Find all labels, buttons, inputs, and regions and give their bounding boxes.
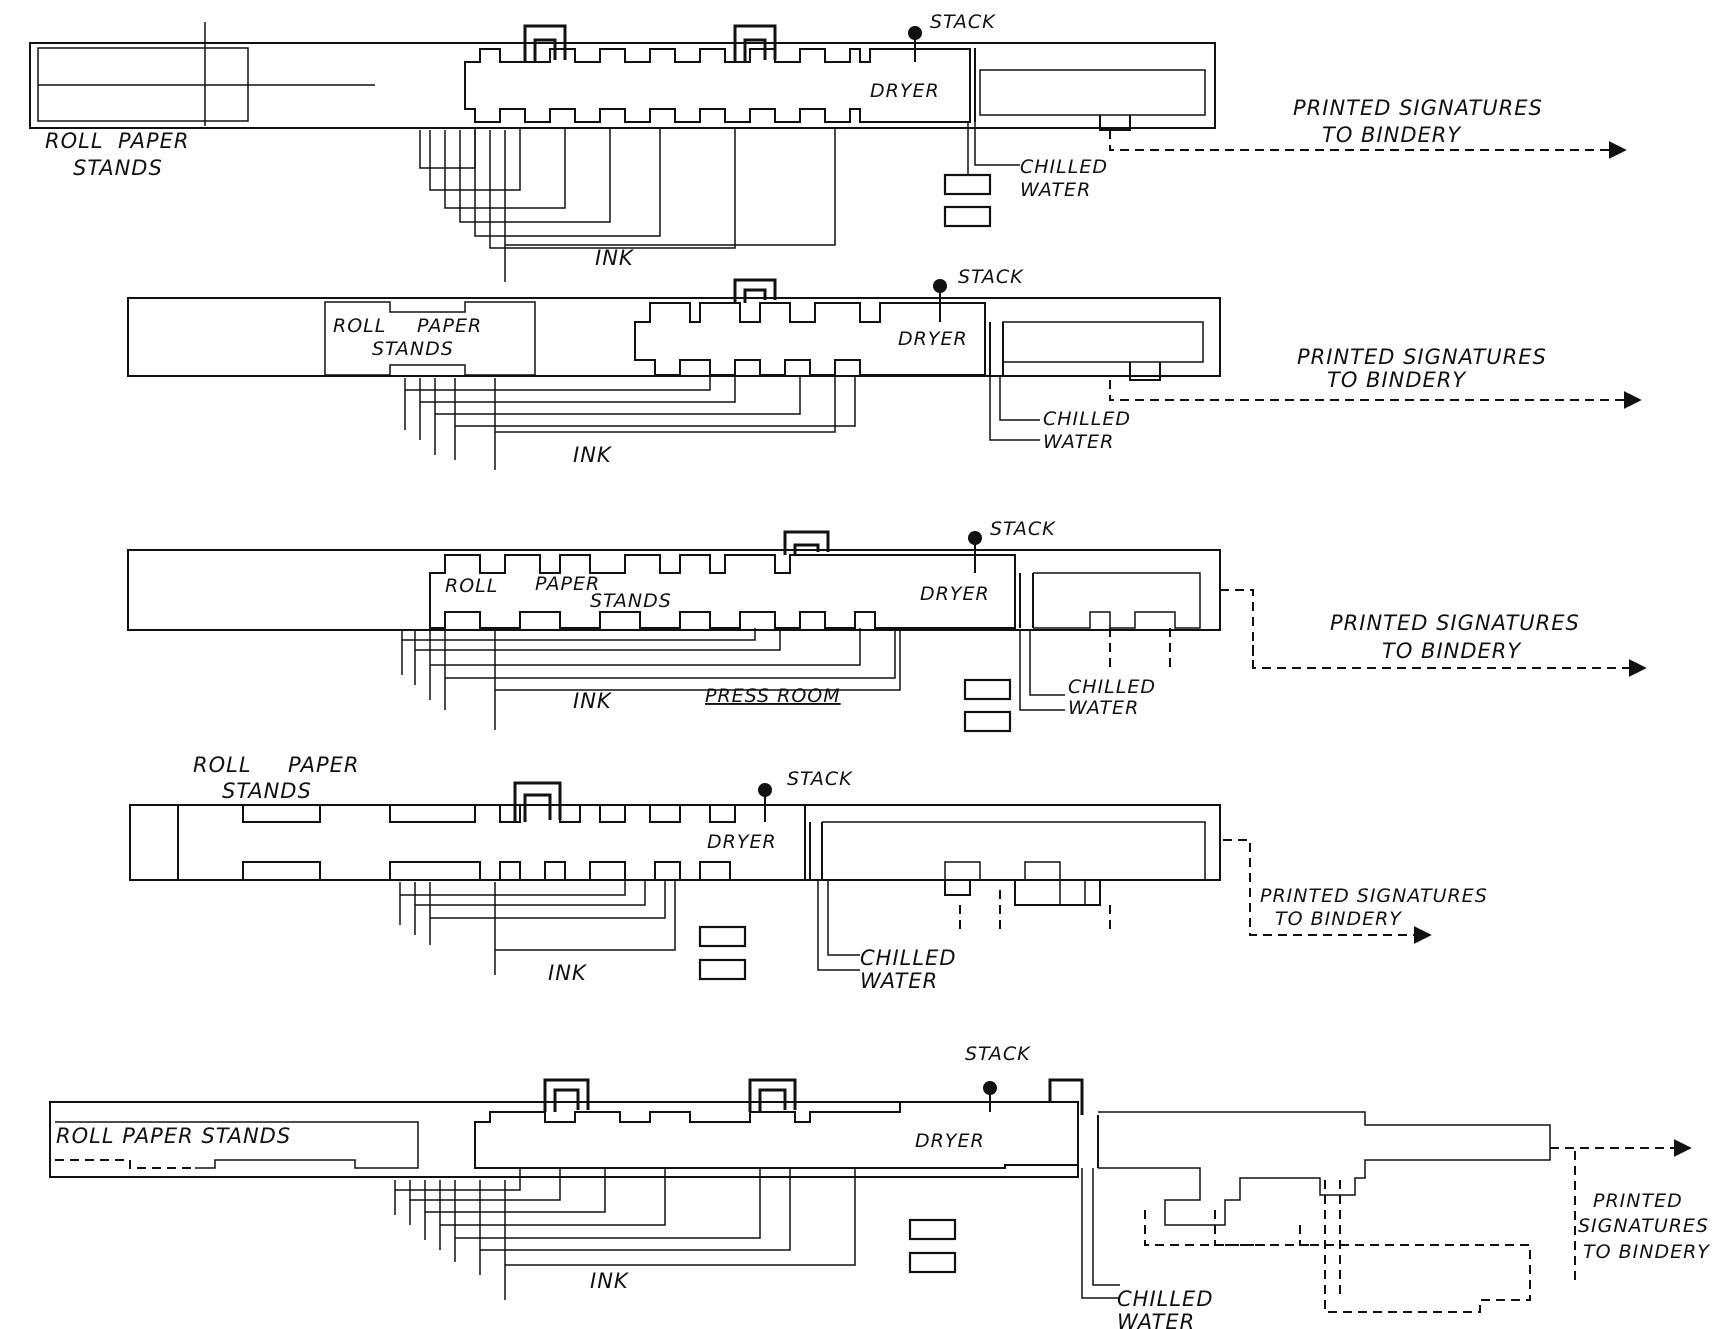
printed-signatures-label-3: PRINTED SIGNATURES [1330,611,1580,635]
stack-label-1: STACK [930,11,996,33]
ink-label-3: INK [573,689,613,713]
to-bindery-label-2: TO BINDERY [1327,368,1467,392]
chilled-label-5: CHILLED [1117,1287,1214,1311]
stack-label-4: STACK [787,768,853,790]
paper-label-3: PAPER [535,573,600,595]
water-label-4: WATER [860,969,938,993]
to-bindery-label-3: TO BINDERY [1382,639,1522,663]
dryer-label-1: DRYER [870,80,940,102]
roll-label-3: ROLL [445,575,498,597]
paper-label-4: PAPER [288,753,360,777]
printed-signatures-label-2: PRINTED SIGNATURES [1297,345,1547,369]
stands-label-1: STANDS [73,156,163,180]
printed-label-5: PRINTED [1593,1190,1683,1212]
stands-label-2: STANDS [372,338,454,360]
to-bindery-label-1: TO BINDERY [1322,123,1462,147]
press-room-label: PRESS ROOM [705,685,841,707]
water-label-1: WATER [1020,179,1091,201]
signatures-label-5: SIGNATURES [1578,1215,1709,1237]
stack-label-3: STACK [990,518,1056,540]
stands-label-4: STANDS [222,779,312,803]
ink-label-5: INK [590,1269,630,1293]
chilled-label-2: CHILLED [1043,408,1131,430]
roll-paper-label-1a: ROLL [45,129,104,153]
chilled-label-3: CHILLED [1068,676,1156,698]
ink-label-2: INK [573,443,613,467]
press-layout-2: ROLL PAPER STANDS STACK DRYER CHILLED WA… [127,266,1642,470]
printed-signatures-label-4: PRINTED SIGNATURES [1260,885,1488,907]
to-bindery-label-5: TO BINDERY [1583,1241,1710,1263]
press-layout-4: ROLL PAPER STANDS STACK DRYER CHILLED WA… [129,753,1488,993]
dryer-label-4: DRYER [707,831,777,853]
dryer-label-2: DRYER [898,328,968,350]
dryer-label-5: DRYER [915,1130,985,1152]
printed-signatures-label-1: PRINTED SIGNATURES [1293,96,1543,120]
roll-paper-stands-label-5: ROLL PAPER STANDS [56,1124,291,1148]
chilled-label-4: CHILLED [860,946,957,970]
stands-label-3: STANDS [590,590,672,612]
roll-paper-label-4: ROLL [193,753,252,777]
roll-label-2: ROLL [333,315,386,337]
stack-label-5: STACK [965,1043,1031,1065]
ink-label-4: INK [548,961,588,985]
water-label-2: WATER [1043,431,1114,453]
roll-paper-label-1b: PAPER [118,129,190,153]
press-layout-5: ROLL PAPER STANDS STACK DRYER CHILLED WA… [49,1043,1710,1329]
press-layout-1: ROLL PAPER STANDS STACK DRYER CHILLED WA… [29,11,1627,282]
press-layout-3: ROLL PAPER STANDS STACK DRYER CHILLED WA… [127,518,1647,733]
chilled-label-1: CHILLED [1020,156,1108,178]
ink-label-1: INK [595,246,635,270]
stack-label-2: STACK [958,266,1024,288]
water-label-5: WATER [1117,1310,1195,1329]
paper-label-2: PAPER [417,315,482,337]
to-bindery-label-4: TO BINDERY [1275,908,1402,930]
water-label-3: WATER [1068,697,1139,719]
dryer-label-3: DRYER [920,583,990,605]
